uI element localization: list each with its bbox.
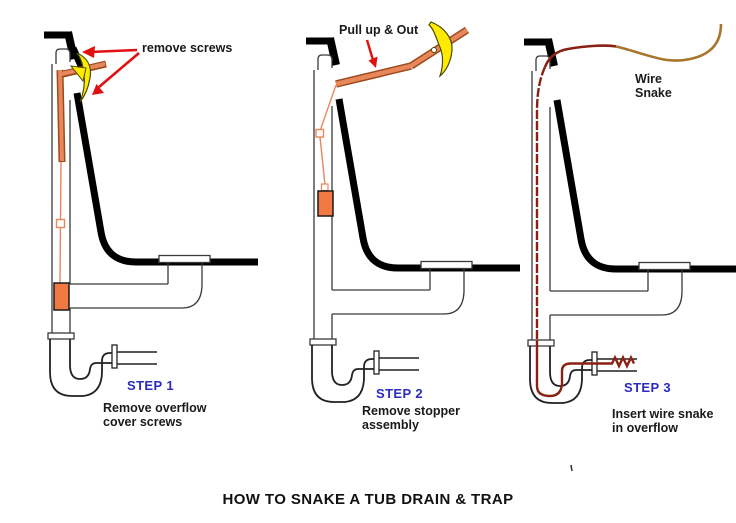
red-arrow-bottom-line [98, 52, 140, 88]
drain-plunger [317, 190, 334, 217]
linkage-clevis [320, 183, 329, 192]
wire-snake-outer-dark [543, 44, 617, 68]
tub-wall-screw-block [69, 46, 86, 70]
step-3-caption: Insert wire snake in overflow [612, 407, 714, 435]
pulled-rod-lower [335, 63, 412, 87]
annotation-remove-screws: remove screws [142, 41, 233, 55]
annotation-pull-up-out: Pull up & Out [339, 23, 419, 37]
figure-1-overflow-assembly [53, 46, 107, 311]
stray-mark [570, 464, 573, 472]
annotation-wire-snake: Wire Snake [635, 72, 672, 100]
figure-1-tub-and-trap [44, 32, 258, 396]
linkage-joint [315, 128, 325, 138]
figure-2-stopper-assembly [315, 21, 470, 217]
cover-plate-screw-hole [431, 47, 437, 53]
red-arrow-line [365, 39, 375, 61]
wire-snake-outer-tan [615, 23, 723, 62]
step-2-caption: Remove stopper assembly [362, 404, 460, 432]
red-arrow-top-line [89, 48, 138, 54]
wire-snake-in-pipe [535, 66, 547, 340]
step-3-label: STEP 3 [624, 380, 671, 395]
step-2-label: STEP 2 [376, 386, 423, 401]
overflow-cover-plate [76, 52, 92, 103]
figure-2-pull-arrow [365, 39, 378, 68]
red-arrow-bottom-head [92, 84, 104, 95]
drain-plunger [53, 282, 70, 311]
figure-1-remove-screws-arrows [82, 46, 140, 95]
figure-3-tub-and-trap [524, 39, 736, 403]
linkage-rod [58, 69, 64, 162]
pulled-rod-upper [409, 28, 469, 68]
red-arrow-head [368, 56, 378, 68]
overflow-cover-plate [428, 21, 453, 78]
wire-snake-in-trap-coil [535, 340, 636, 398]
linkage-wire [319, 84, 337, 186]
step-1-caption: Remove overflow cover screws [103, 401, 207, 429]
figure-2-tub-and-trap [306, 38, 520, 402]
diagram-title: HOW TO SNAKE A TUB DRAIN & TRAP [222, 491, 514, 508]
overflow-cover-wedge [69, 65, 87, 83]
step-1-label: STEP 1 [127, 378, 174, 393]
red-arrow-top-head [82, 46, 95, 58]
figure-3-wire-snake [535, 23, 723, 472]
linkage-joint [55, 218, 66, 229]
